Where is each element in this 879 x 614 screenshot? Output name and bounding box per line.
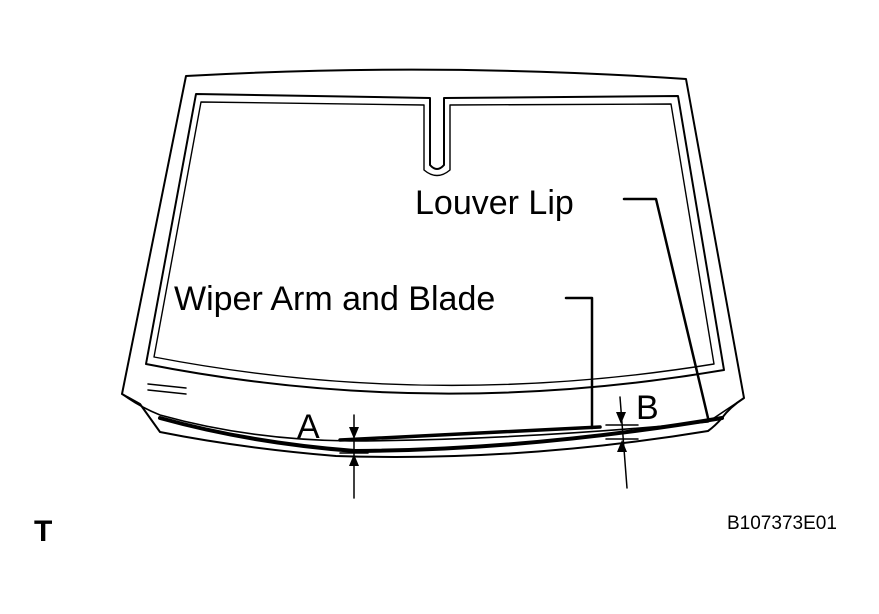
glass-inner-edge-2 [153,101,715,387]
dimension-a-arrow-top [349,427,359,439]
leader-line-louver-lip [622,197,710,420]
point-b-label: B [636,389,659,427]
point-a-label: A [297,408,320,446]
dimension-b-arrow-bottom [617,440,627,452]
wiper-arm-and-blade-label: Wiper Arm and Blade [174,280,495,318]
pillar-mark [147,383,187,395]
louver-lip-edge [158,416,724,453]
corner-mark-label: T [34,515,52,548]
leader-line-wiper-arm [564,296,594,430]
louver-lip-label: Louver Lip [415,184,574,222]
glass-inner-edge [145,93,725,395]
figure-code-label: B107373E01 [727,513,837,534]
dimension-a-arrow-bottom [349,454,359,466]
wiper-arm-and-blade [338,425,602,442]
dimension-b-arrow-top [616,412,626,424]
windshield-outer-outline [121,68,745,458]
